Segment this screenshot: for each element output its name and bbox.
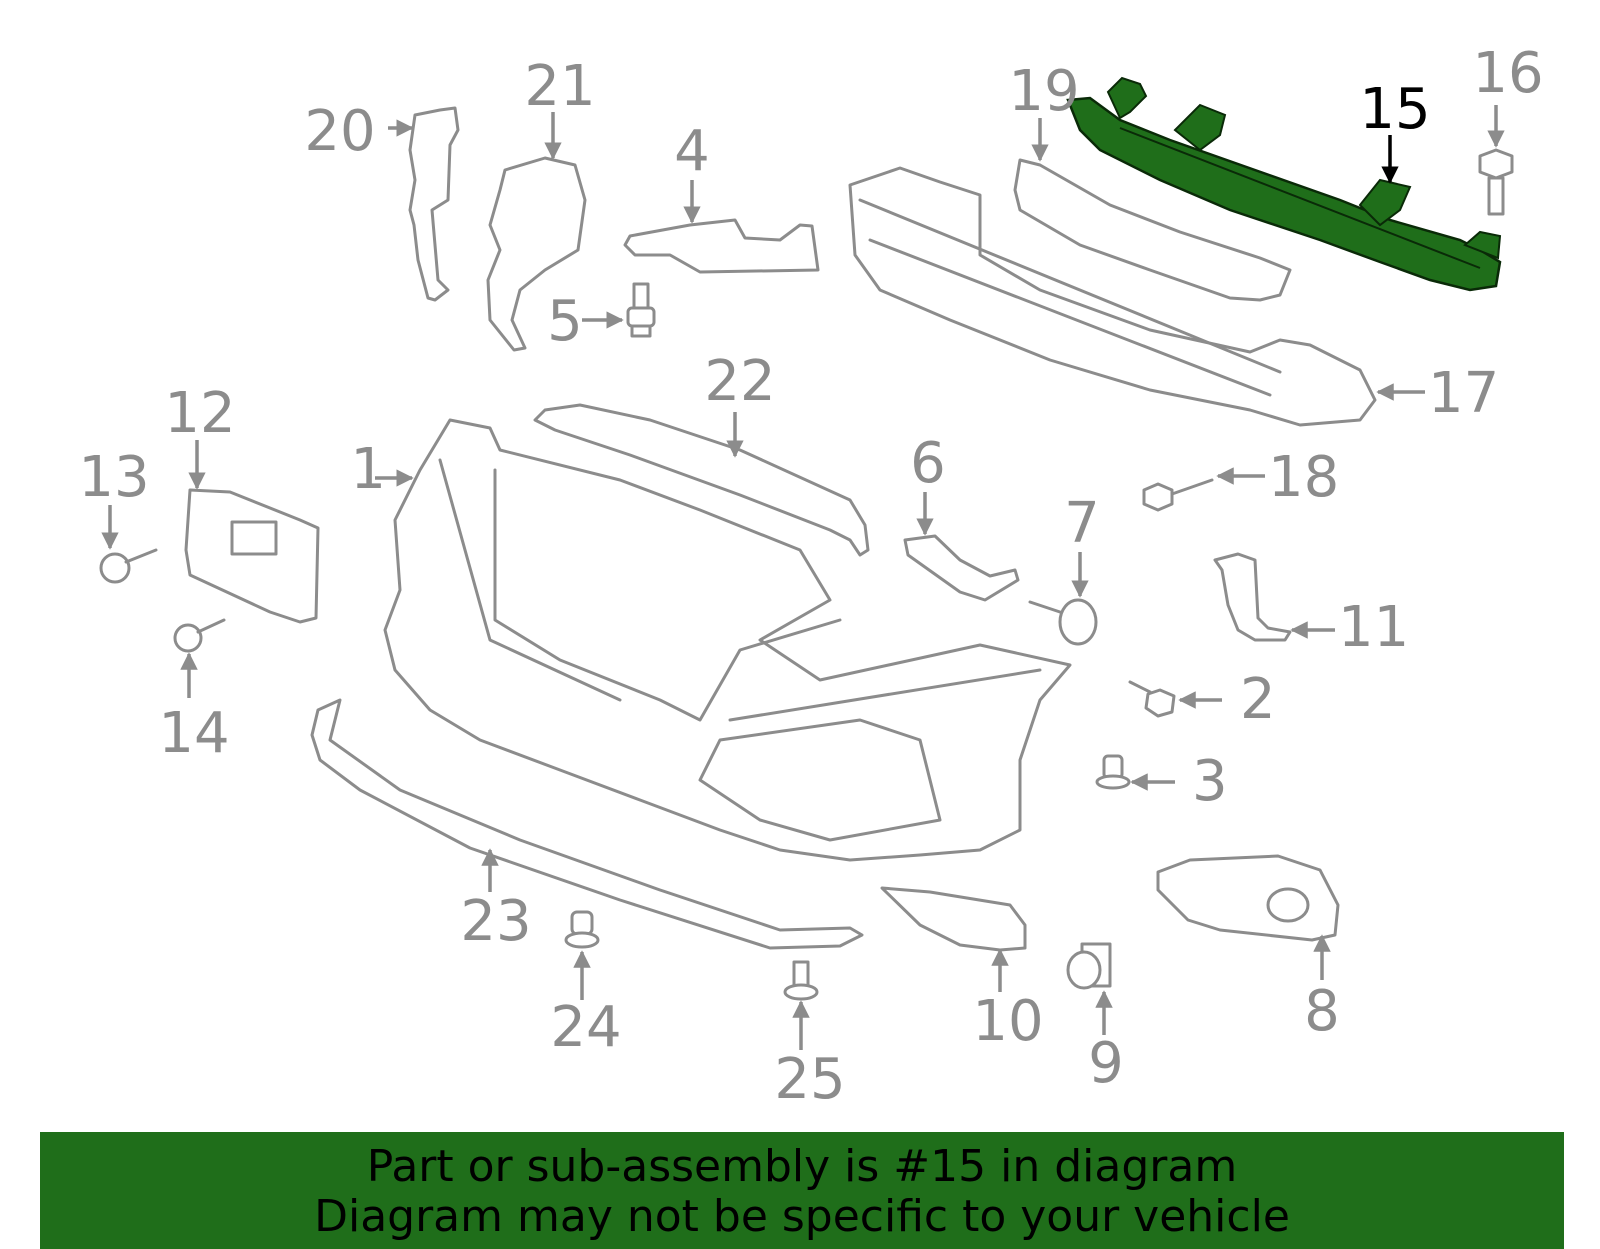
part-23-lower-spoiler[interactable] [310, 698, 864, 950]
part-13-screw[interactable] [99, 548, 158, 584]
callout-11: 11 [1338, 595, 1409, 660]
part-24-clip[interactable] [564, 910, 600, 949]
part-12-license-bracket[interactable] [184, 488, 320, 624]
callout-10: 10 [972, 989, 1043, 1054]
banner-line-1: Part or sub-assembly is #15 in diagram [366, 1141, 1238, 1192]
part-14-clip[interactable] [173, 618, 226, 653]
callout-6: 6 [910, 431, 946, 496]
callout-9: 9 [1088, 1031, 1124, 1096]
part-4-bracket[interactable] [623, 218, 820, 274]
callout-2: 2 [1240, 667, 1276, 732]
callout-4: 4 [674, 119, 710, 184]
callout-23: 23 [460, 889, 531, 954]
part-9-sensor[interactable] [1066, 942, 1112, 990]
part-7-clip[interactable] [1028, 598, 1098, 646]
part-11-bracket[interactable] [1213, 552, 1292, 642]
part-22-upper-support[interactable] [533, 403, 870, 557]
callout-21: 21 [524, 54, 595, 119]
part-2-bolt[interactable] [1128, 680, 1176, 718]
callout-19: 19 [1008, 59, 1079, 124]
callout-1: 1 [350, 437, 386, 502]
part-18-bolt[interactable] [1142, 478, 1214, 512]
part-25-clip[interactable] [783, 960, 819, 1001]
part-21-bracket[interactable] [486, 156, 587, 352]
part-20-bracket[interactable] [408, 106, 460, 302]
part-8-fog-opening [1266, 887, 1310, 923]
callout-arrows [101, 105, 1505, 1050]
callout-18: 18 [1268, 445, 1339, 510]
part-16-bolt[interactable] [1478, 148, 1514, 216]
callout-7: 7 [1064, 491, 1100, 556]
callout-22: 22 [704, 349, 775, 414]
callout-25: 25 [774, 1047, 845, 1112]
callout-16: 16 [1472, 41, 1543, 106]
part-10-garnish[interactable] [880, 886, 1027, 952]
callout-14: 14 [158, 701, 229, 766]
part-3-clip[interactable] [1095, 754, 1131, 790]
banner-line-2: Diagram may not be specific to your vehi… [314, 1191, 1290, 1242]
part-8-fog-cover[interactable] [1156, 854, 1340, 942]
part-5-bolt[interactable] [626, 282, 656, 338]
callout-15: 15 [1359, 77, 1430, 142]
callout-8: 8 [1304, 979, 1340, 1044]
part-15-reinforcement[interactable] [1066, 76, 1502, 292]
part-1-bumper-cover[interactable] [383, 418, 1072, 862]
callout-17: 17 [1428, 361, 1499, 426]
callout-5: 5 [547, 289, 583, 354]
callout-3: 3 [1192, 749, 1228, 814]
callout-24: 24 [550, 995, 621, 1060]
callout-20: 20 [304, 99, 375, 164]
callout-13: 13 [78, 445, 149, 510]
part-6-molding[interactable] [903, 534, 1020, 602]
part-17-beam-lines [858, 198, 1282, 397]
info-banner: Part or sub-assembly is #15 in diagram D… [40, 1132, 1564, 1249]
part-12-opening [230, 520, 278, 556]
part-17-bumper-beam[interactable] [848, 166, 1377, 427]
part-1-detail-lines [438, 458, 1042, 842]
callout-12: 12 [164, 381, 235, 446]
part-19-absorber[interactable] [1013, 158, 1292, 302]
